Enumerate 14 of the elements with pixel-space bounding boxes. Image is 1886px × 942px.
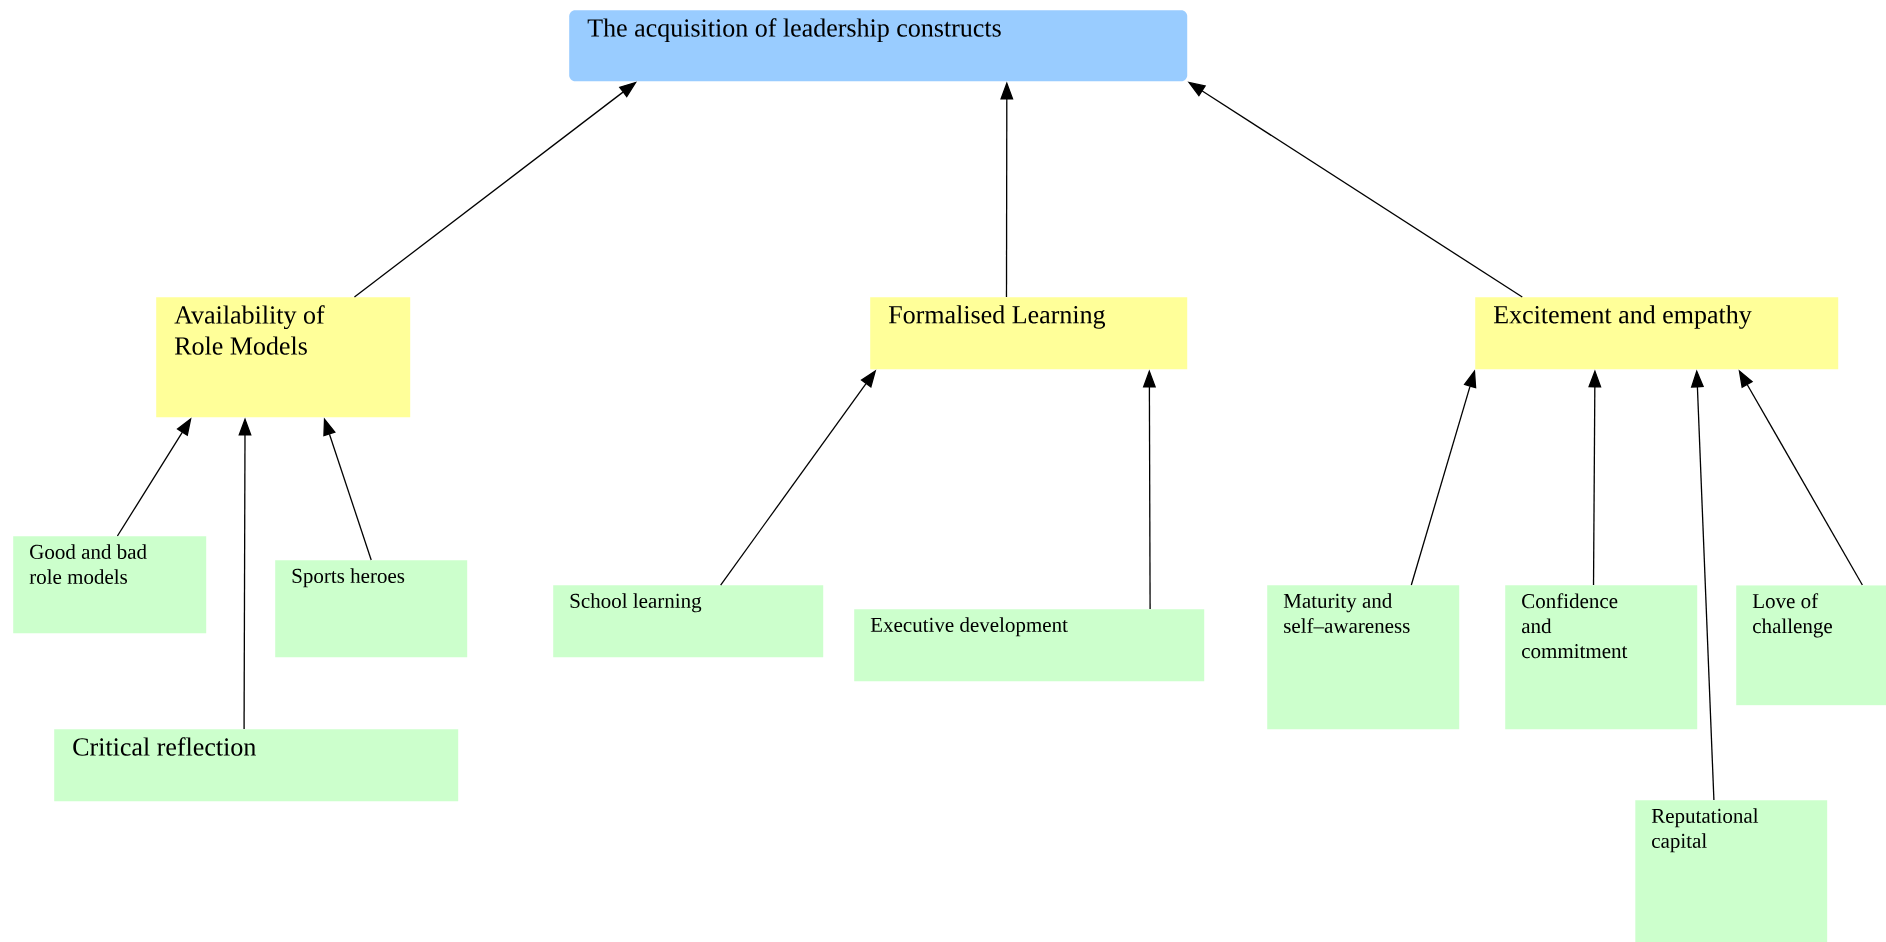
factor-box: Reputational capital [1635, 800, 1828, 942]
arrow [353, 81, 637, 298]
factor-box: Critical reflection [54, 729, 459, 802]
category-box: Formalised Learning [870, 297, 1188, 370]
factor-box: Executive development [854, 609, 1205, 682]
factor-box: Love of challenge [1736, 585, 1886, 706]
factor-box: Maturity and self–awareness [1267, 585, 1460, 730]
factor-box: Sports heroes [275, 560, 468, 658]
title-box: The acquisition of leadership constructs [569, 10, 1188, 82]
category-box: Excitement and empathy [1475, 297, 1839, 370]
category-box: Availability of Role Models [156, 297, 411, 418]
factor-box: School learning [553, 585, 824, 658]
factor-box: Good and bad role models [13, 536, 207, 634]
factor-box: Confidence and commitment [1505, 585, 1698, 730]
